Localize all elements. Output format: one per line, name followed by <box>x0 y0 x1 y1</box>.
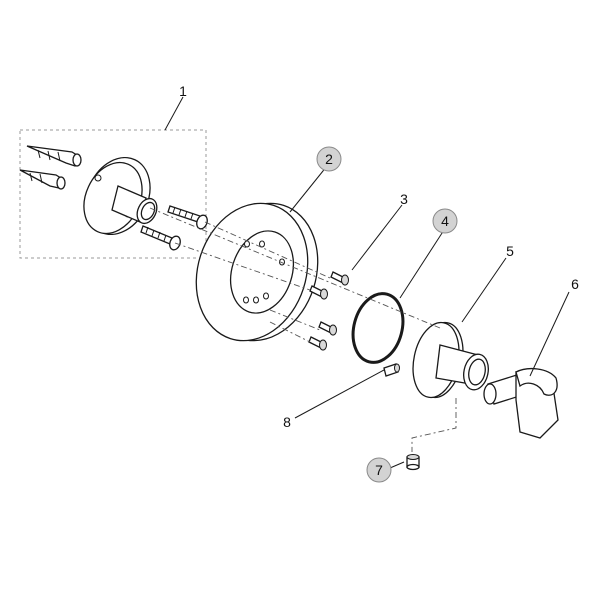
callout-5: 5 <box>506 243 514 259</box>
set-screw-b <box>309 285 328 300</box>
callout-2-label: 2 <box>325 151 333 167</box>
assembly-axis-lines <box>149 207 457 452</box>
part-8-small-grub-screw <box>383 363 400 377</box>
part-6-shower-holder <box>483 367 559 439</box>
callout-7: 7 <box>366 457 392 483</box>
callout-3: 3 <box>400 191 408 207</box>
part-2-cover-ring <box>195 202 319 342</box>
callout-4: 4 <box>432 208 458 234</box>
wall-plug-upper <box>26 145 82 167</box>
callout-8-label: 8 <box>283 414 291 430</box>
set-screw-a <box>330 271 349 286</box>
callout-8: 8 <box>283 414 291 430</box>
callout-6-label: 6 <box>571 276 579 292</box>
callout-1-label: 1 <box>179 83 187 99</box>
part-1-group-box <box>19 129 207 259</box>
set-screw-d <box>308 336 327 351</box>
set-screw-c <box>318 321 337 336</box>
part-7-grub-screw <box>406 454 420 471</box>
callout-2-circle <box>316 146 342 172</box>
wood-screw-lower <box>140 225 181 251</box>
callout-3-label: 3 <box>400 191 408 207</box>
leader-lines <box>164 96 570 469</box>
callout-7-circle <box>366 457 392 483</box>
part-4-o-ring <box>351 292 405 364</box>
part-1-wall-fixing-kit <box>19 129 208 259</box>
callout-2: 2 <box>316 146 342 172</box>
part-3-set-screws <box>308 271 349 351</box>
part-5-wall-outlet <box>412 321 489 399</box>
callout-7-label: 7 <box>375 462 383 478</box>
callout-4-circle <box>432 208 458 234</box>
callout-5-label: 5 <box>506 243 514 259</box>
wall-plug-lower <box>19 169 66 190</box>
wood-screw-upper <box>167 205 208 230</box>
callout-4-label: 4 <box>441 213 449 229</box>
mounting-plate <box>83 156 158 236</box>
callout-1: 1 <box>179 83 187 99</box>
callout-6: 6 <box>571 276 579 292</box>
